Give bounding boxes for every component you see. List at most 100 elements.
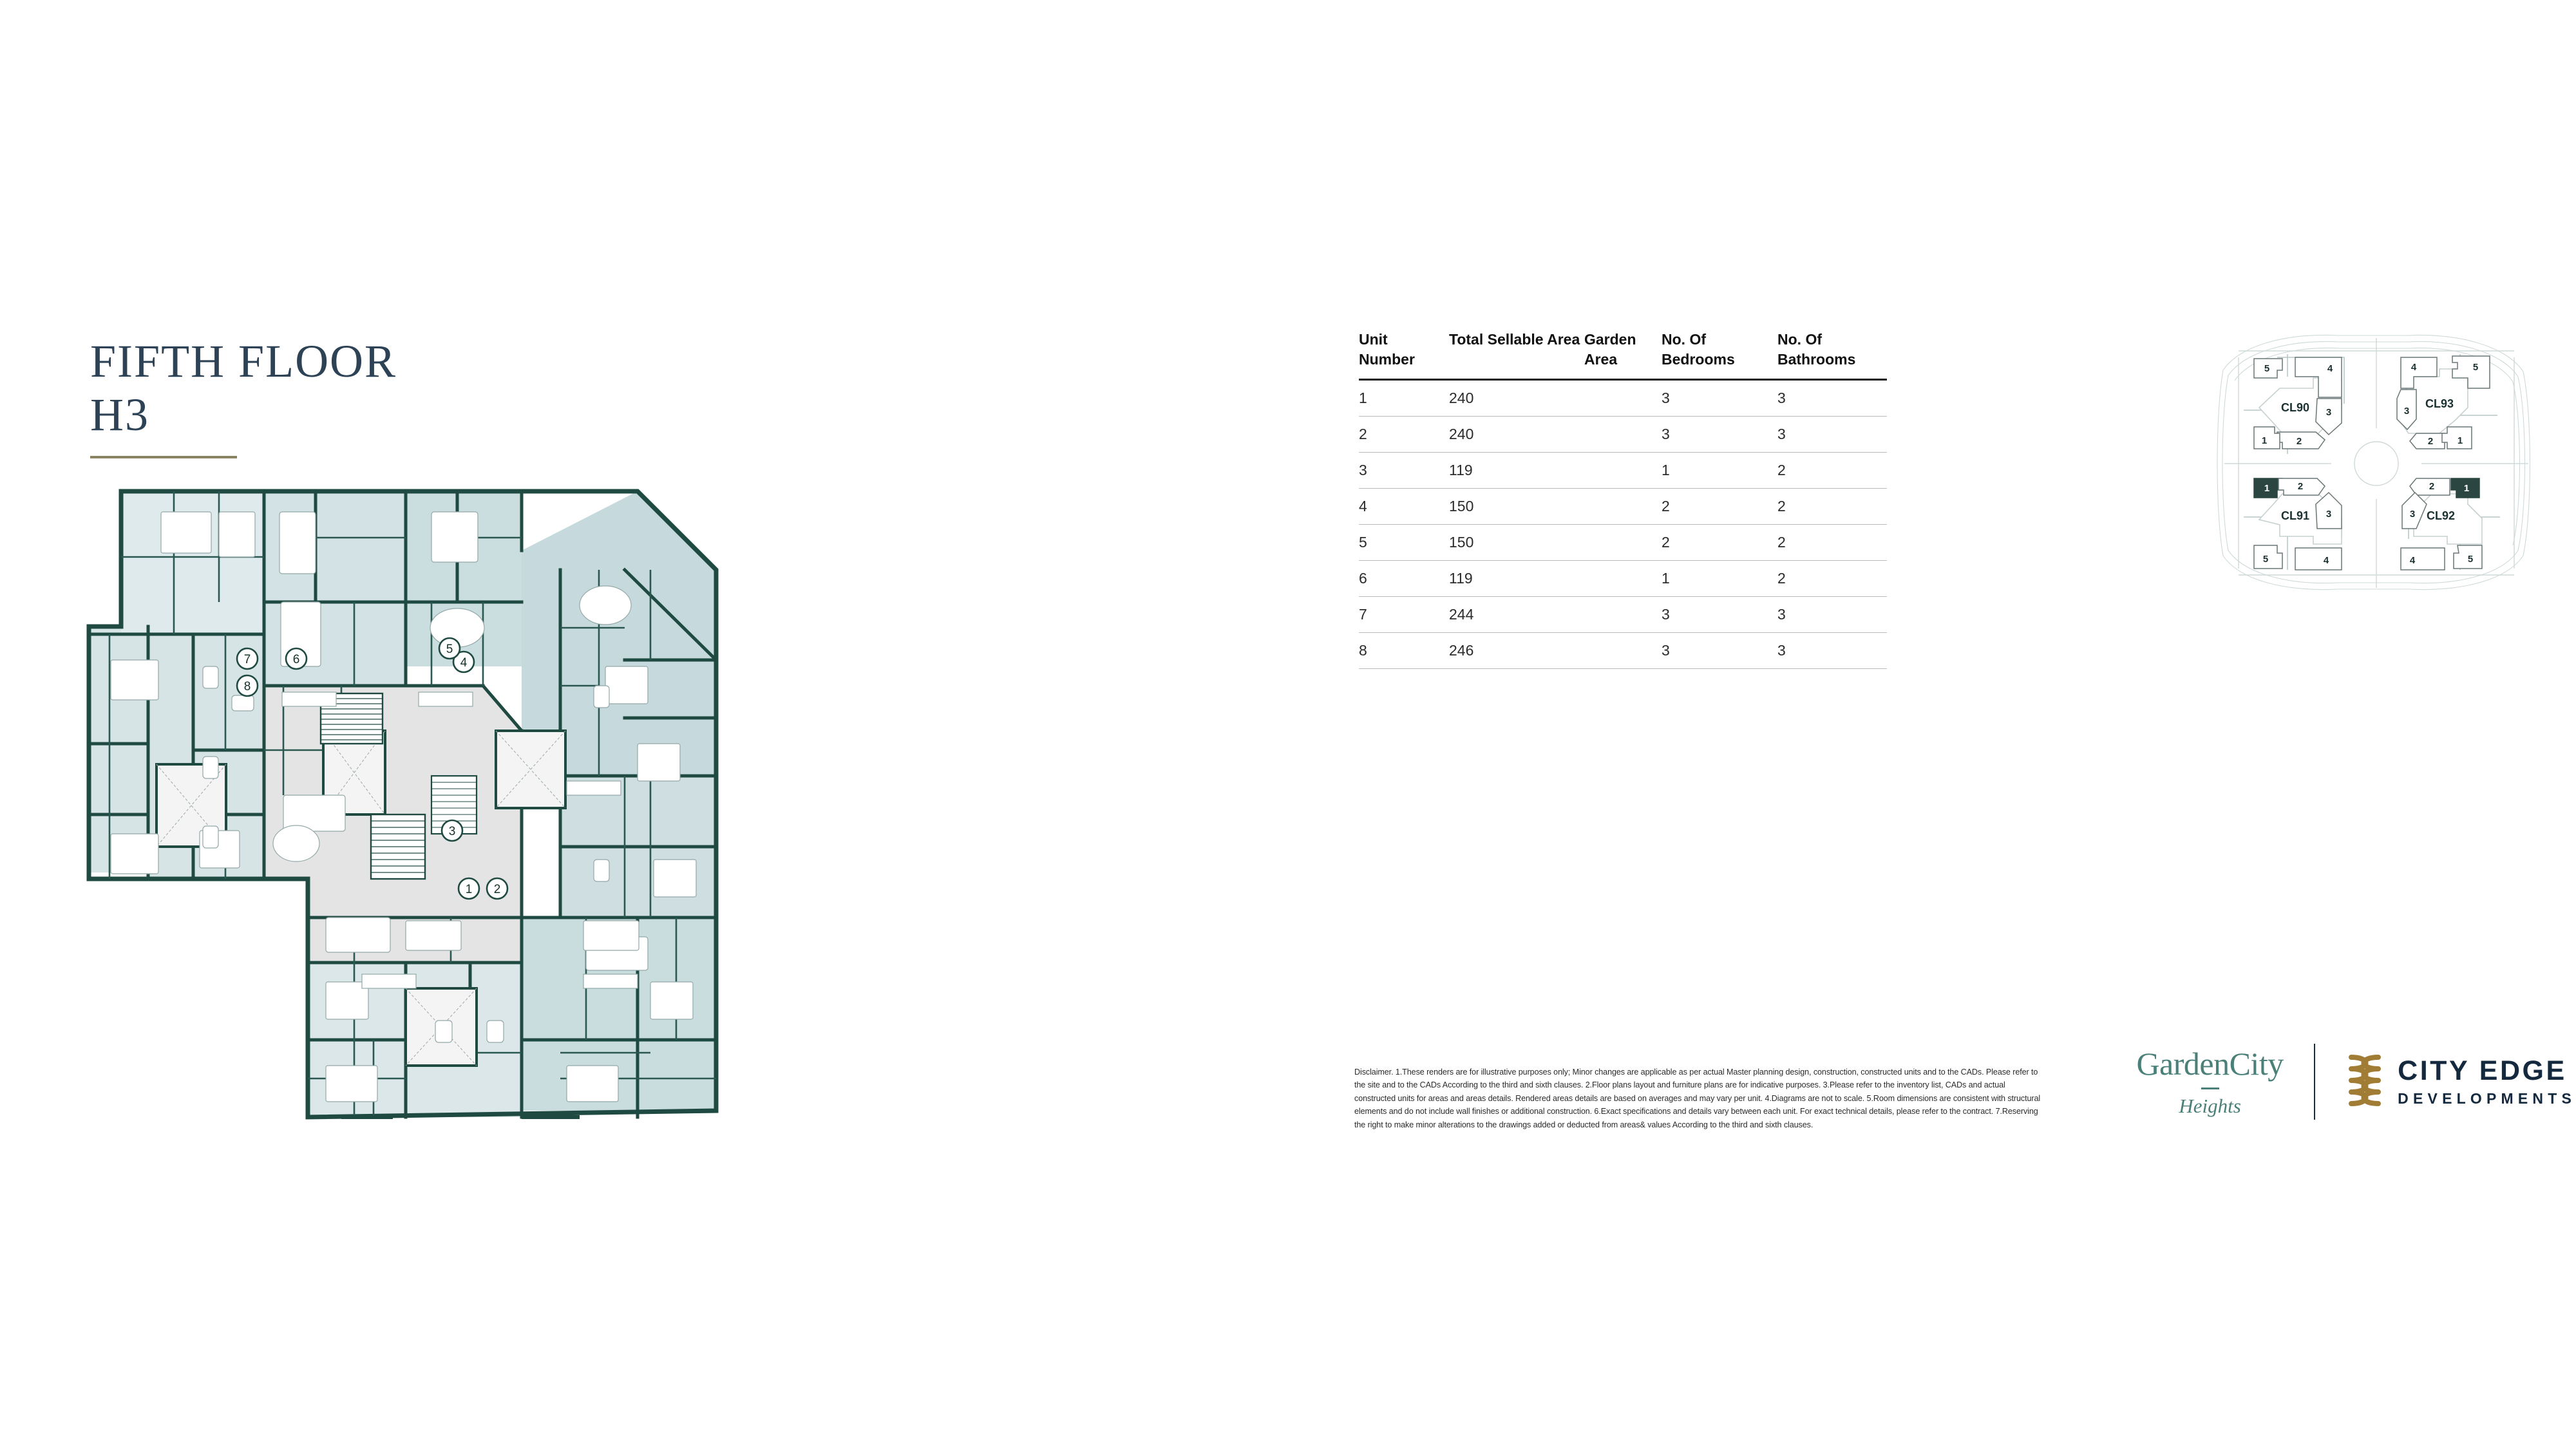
unit-marker-4[interactable]: 4	[452, 650, 475, 673]
cl92-block-1-label: 1	[2464, 483, 2469, 494]
cell-unit-number: 1	[1359, 379, 1449, 417]
cluster-cl91[interactable]: 1 2 3 5 4 CL91	[2244, 478, 2342, 570]
cl90-block-4-label: 4	[2327, 363, 2333, 374]
city-edge-line2: DEVELOPMENTS	[2398, 1090, 2576, 1107]
cl90-block-3[interactable]	[2315, 398, 2342, 436]
cell-unit-number: 2	[1359, 416, 1449, 453]
cell-no-of-bedrooms: 3	[1662, 632, 1777, 670]
unit-marker-6-label: 6	[293, 653, 300, 666]
cl93-block-4[interactable]	[2400, 357, 2438, 389]
cell-total-sellable-area: 119	[1449, 560, 1584, 598]
unit-4-fill	[522, 491, 716, 776]
floor-title-line2: H3	[90, 388, 149, 440]
cl92-block-5-label: 5	[2468, 554, 2473, 565]
cl90-block-1[interactable]	[2253, 426, 2280, 449]
cell-no-of-bathrooms: 2	[1777, 524, 1887, 561]
cl93-block-2-label: 2	[2428, 436, 2433, 447]
unit-marker-2[interactable]: 2	[486, 877, 509, 900]
cell-unit-number: 8	[1359, 632, 1449, 670]
unit-marker-4-label: 4	[460, 656, 468, 670]
cl91-block-2-label: 2	[2298, 481, 2303, 492]
cl91-block-3[interactable]	[2315, 491, 2342, 529]
cell-unit-number: 6	[1359, 560, 1449, 598]
garden-city-divider-dash	[2201, 1088, 2219, 1089]
cl93-block-3[interactable]	[2396, 389, 2417, 431]
cl93-cluster-label: CL93	[2425, 397, 2454, 410]
unit-marker-7-label: 7	[244, 653, 251, 666]
cell-no-of-bedrooms: 1	[1662, 560, 1777, 598]
table-row: 3 119 1 2	[1359, 452, 1887, 489]
table-row: 4 150 2 2	[1359, 488, 1887, 525]
cl90-block-3-label: 3	[2326, 407, 2331, 418]
cl93-block-1[interactable]	[2441, 426, 2472, 449]
cell-total-sellable-area: 150	[1449, 524, 1584, 561]
cell-no-of-bathrooms: 2	[1777, 452, 1887, 489]
cl92-block-5[interactable]	[2453, 545, 2483, 569]
cl93-block-1-label: 1	[2458, 435, 2463, 446]
furniture-layer	[110, 511, 697, 1102]
unit-marker-5[interactable]: 5	[438, 637, 461, 660]
staircases	[319, 692, 478, 880]
table-row: 6 119 1 2	[1359, 560, 1887, 598]
unit-marker-1[interactable]: 1	[457, 877, 480, 900]
cluster-cl92[interactable]: 2 1 3 4 5 CL92	[2400, 478, 2500, 570]
city-edge-line1: CITY EDGE	[2398, 1055, 2567, 1086]
key-plan: 5 4 3 2 1 CL90	[2215, 332, 2537, 596]
cell-no-of-bathrooms: 3	[1777, 596, 1887, 634]
cell-no-of-bedrooms: 2	[1662, 524, 1777, 561]
cl92-block-2[interactable]	[2409, 478, 2450, 496]
unit-marker-8-label: 8	[244, 680, 251, 693]
cl92-block-3[interactable]	[2401, 491, 2427, 529]
disclaimer-text: Disclaimer. 1.These renders are for illu…	[1354, 1068, 2041, 1129]
unit-marker-8[interactable]: 8	[236, 674, 259, 697]
cell-garden-area	[1584, 524, 1662, 561]
cl91-block-5-label: 5	[2263, 554, 2268, 565]
cl90-block-2-label: 2	[2297, 436, 2302, 447]
cell-garden-area	[1584, 488, 1662, 525]
column-header-garden-area: Garden Area	[1584, 330, 1662, 381]
unit-marker-3[interactable]: 3	[440, 819, 464, 842]
cl90-block-4[interactable]	[2295, 357, 2342, 398]
cl93-block-3-label: 3	[2404, 406, 2409, 417]
cell-no-of-bedrooms: 3	[1662, 596, 1777, 634]
cl91-block-1-label: 1	[2264, 483, 2269, 494]
cl92-block-4-label: 4	[2410, 555, 2416, 566]
floor-title-line1: FIFTH FLOOR	[90, 335, 397, 387]
cl92-block-4[interactable]	[2400, 547, 2445, 570]
unit-number-markers: 1 2 3 4 5	[236, 637, 509, 900]
cluster-cl93[interactable]: 4 5 3 2 1 CL93	[2396, 354, 2497, 449]
table-header-row: Unit Number Total Sellable Area Garden A…	[1359, 330, 1887, 381]
city-edge-wordmark: CITY EDGE DEVELOPMENTS	[2398, 1057, 2576, 1106]
cl92-block-1-highlighted[interactable]	[2450, 478, 2480, 498]
cluster-cl90[interactable]: 5 4 3 2 1 CL90	[2244, 354, 2345, 454]
table-row: 2 240 3 3	[1359, 416, 1887, 453]
cl91-block-4[interactable]	[2295, 547, 2342, 570]
unit-marker-7[interactable]: 7	[236, 647, 259, 670]
cell-total-sellable-area: 240	[1449, 379, 1584, 417]
cl91-block-5[interactable]	[2253, 545, 2283, 569]
cell-garden-area	[1584, 596, 1662, 634]
cl92-cluster-label: CL92	[2427, 509, 2455, 522]
cell-unit-number: 7	[1359, 596, 1449, 634]
cell-no-of-bathrooms: 3	[1777, 379, 1887, 417]
cl90-cluster-label: CL90	[2281, 401, 2309, 414]
unit-marker-6[interactable]: 6	[285, 647, 308, 670]
cl93-block-5-label: 5	[2473, 362, 2478, 373]
unit-marker-2-label: 2	[494, 883, 501, 896]
cell-no-of-bathrooms: 3	[1777, 632, 1887, 670]
cl93-block-5[interactable]	[2452, 355, 2490, 389]
cl90-block-1-label: 1	[2262, 435, 2267, 446]
title-underline-rule	[90, 455, 237, 458]
cl90-block-5-label: 5	[2264, 363, 2269, 374]
column-header-unit-number: Unit Number	[1359, 330, 1449, 381]
unit-marker-5-label: 5	[446, 643, 453, 656]
column-header-no-of-bedrooms: No. Of Bedrooms	[1662, 330, 1777, 381]
cell-unit-number: 3	[1359, 452, 1449, 489]
cl93-block-4-label: 4	[2411, 362, 2417, 373]
cl90-block-5[interactable]	[2253, 358, 2283, 379]
floor-plan-drawing: 1 2 3 4 5	[71, 473, 734, 1136]
cl91-block-2[interactable]	[2278, 478, 2325, 496]
cell-no-of-bedrooms: 1	[1662, 452, 1777, 489]
cell-total-sellable-area: 244	[1449, 596, 1584, 634]
unit-2-fill	[522, 918, 716, 1111]
